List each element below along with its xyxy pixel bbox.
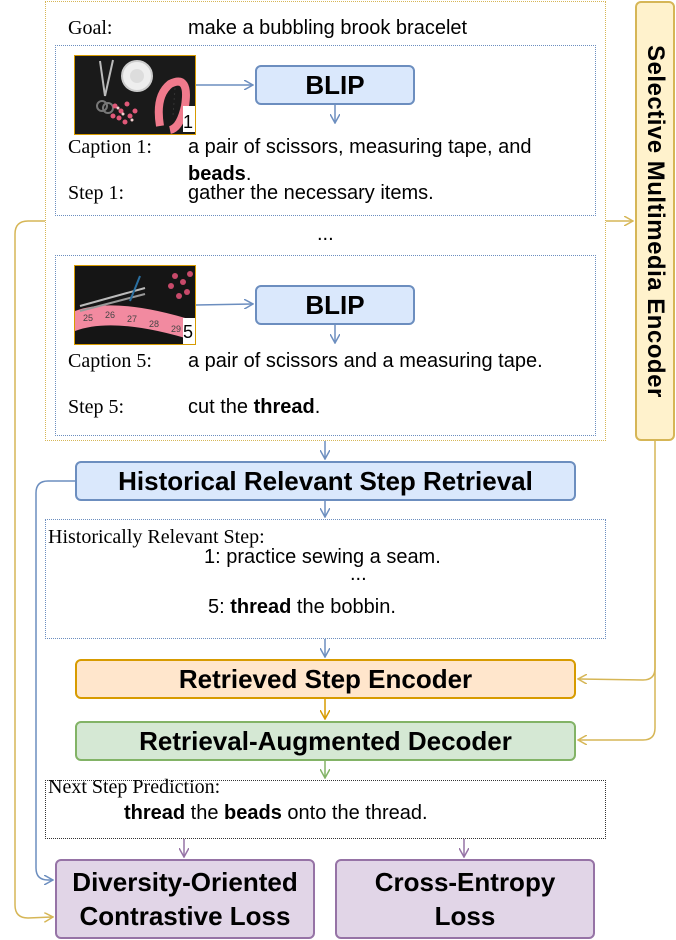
diversity-contrastive-loss: Diversity-Oriented Contrastive Loss: [55, 859, 315, 939]
arrow-side-encoder-decoder: [579, 600, 656, 740]
contrastive-loss-line1: Diversity-Oriented: [72, 867, 298, 897]
next-step-prediction-text: thread the beads onto the thread.: [124, 802, 428, 824]
step1-container: [55, 45, 596, 216]
retrieval-augmented-decoder: Retrieval-Augmented Decoder: [75, 721, 576, 761]
step5-container: [55, 255, 596, 436]
step1-image-number: 1: [182, 112, 193, 132]
step1-label: Step 1:: [68, 182, 125, 204]
step5-text: cut the thread.: [188, 396, 321, 418]
goal-label: Goal:: [68, 17, 113, 39]
craft-supplies-image: [75, 56, 195, 134]
next-step-prediction-label: Next Step Prediction:: [48, 776, 221, 798]
ce-loss-line1: Cross-Entropy: [374, 867, 556, 897]
step5-image: 25 26 27 28 29 5: [74, 265, 196, 345]
svg-text:29: 29: [171, 324, 181, 334]
arrow-steps-contrastive: [14, 220, 52, 918]
svg-text:28: 28: [149, 319, 159, 329]
selective-multimedia-encoder: Selective Multimedia Encoder: [635, 1, 675, 441]
relevant-step-5: 5: thread the bobbin.: [208, 596, 396, 618]
scissors-tape-image: 25 26 27 28 29: [75, 266, 195, 344]
svg-text:27: 27: [127, 314, 137, 324]
relevant-ellipsis: ...: [350, 563, 367, 585]
step5-label: Step 5:: [68, 396, 125, 418]
contrastive-loss-line2: Contrastive Loss: [79, 901, 291, 931]
arrow-image5-blip: [195, 304, 252, 305]
step5-image-number: 5: [182, 322, 193, 342]
historical-step-retrieval: Historical Relevant Step Retrieval: [75, 461, 576, 501]
retrieved-step-encoder: Retrieved Step Encoder: [75, 659, 576, 699]
relevant-step-1: 1: practice sewing a seam.: [204, 546, 441, 568]
caption1-text: a pair of scissors, measuring tape, and: [188, 136, 532, 158]
caption5-label: Caption 5:: [68, 350, 152, 372]
steps-ellipsis: ...: [317, 223, 334, 245]
blip-box-1: BLIP: [255, 65, 415, 105]
caption1-label: Caption 1:: [68, 136, 152, 158]
svg-text:25: 25: [83, 313, 93, 323]
cross-entropy-loss: Cross-Entropy Loss: [335, 859, 595, 939]
ce-loss-line2: Loss: [434, 901, 496, 931]
svg-text:26: 26: [105, 310, 115, 320]
arrow-retrieval-contrastive: [35, 480, 75, 880]
blip-box-5: BLIP: [255, 285, 415, 325]
relevant-steps-label: Historically Relevant Step:: [48, 526, 265, 548]
caption5-text: a pair of scissors and a measuring tape.: [188, 350, 543, 372]
next-step-prediction-container: [45, 780, 606, 839]
caption1-bold-beads: beads.: [188, 163, 252, 185]
step1-text: gather the necessary items.: [188, 182, 434, 204]
multimedia-steps-container: [45, 1, 606, 441]
selective-multimedia-encoder-label: Selective Multimedia Encoder: [642, 44, 669, 398]
step1-image: 1: [74, 55, 196, 135]
goal-text: make a bubbling brook bracelet: [188, 17, 468, 39]
relevant-steps-container: [45, 519, 606, 639]
